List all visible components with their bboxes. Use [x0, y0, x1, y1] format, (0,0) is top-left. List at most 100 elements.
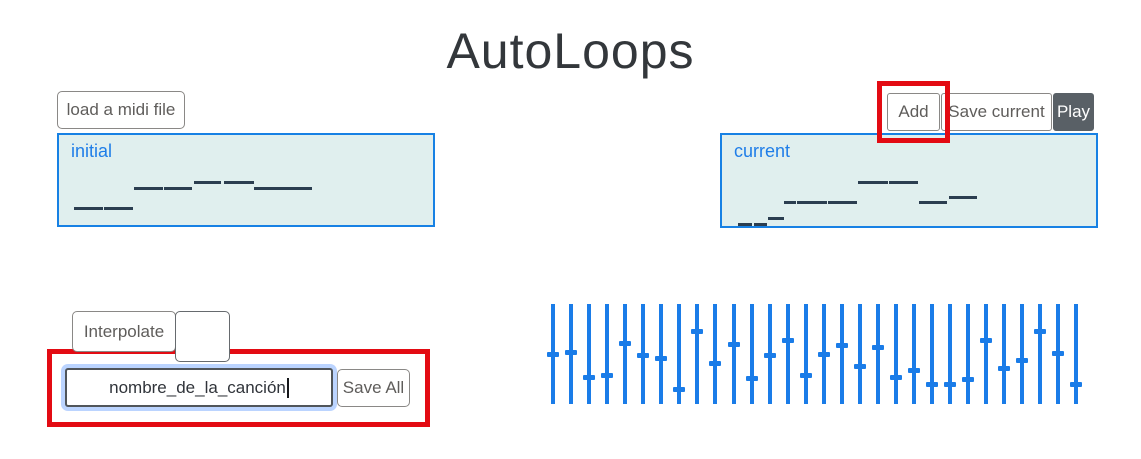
slider-track: [695, 304, 699, 404]
midi-note: [194, 181, 221, 184]
slider-track: [732, 304, 736, 404]
latent-slider-6[interactable]: [637, 304, 649, 404]
latent-slider-8[interactable]: [673, 304, 685, 404]
slider-thumb[interactable]: [655, 356, 667, 361]
midi-note: [224, 181, 254, 184]
slider-thumb[interactable]: [673, 387, 685, 392]
latent-slider-21[interactable]: [908, 304, 920, 404]
midi-note: [134, 187, 163, 190]
latent-slider-2[interactable]: [565, 304, 577, 404]
latent-slider-1[interactable]: [547, 304, 559, 404]
song-name-input[interactable]: nombre_de_la_canción: [65, 368, 333, 407]
slider-thumb[interactable]: [619, 341, 631, 346]
midi-note: [738, 223, 752, 226]
slider-thumb[interactable]: [728, 342, 740, 347]
slider-thumb[interactable]: [637, 353, 649, 358]
midi-note: [828, 201, 857, 204]
slider-track: [948, 304, 952, 404]
slider-thumb[interactable]: [962, 377, 974, 382]
latent-slider-24[interactable]: [962, 304, 974, 404]
slider-thumb[interactable]: [746, 376, 758, 381]
midi-note: [254, 187, 312, 190]
slider-track: [605, 304, 609, 404]
slider-thumb[interactable]: [944, 382, 956, 387]
save-all-button[interactable]: Save All: [337, 369, 410, 407]
slider-thumb[interactable]: [1070, 382, 1082, 387]
slider-track: [623, 304, 627, 404]
current-panel-label: current: [734, 141, 791, 161]
slider-thumb[interactable]: [1016, 358, 1028, 363]
slider-thumb[interactable]: [908, 368, 920, 373]
slider-thumb[interactable]: [782, 338, 794, 343]
latent-slider-19[interactable]: [872, 304, 884, 404]
slider-thumb[interactable]: [691, 329, 703, 334]
midi-note: [104, 207, 133, 210]
latent-slider-9[interactable]: [691, 304, 703, 404]
latent-slider-29[interactable]: [1052, 304, 1064, 404]
slider-track: [840, 304, 844, 404]
slider-thumb[interactable]: [890, 375, 902, 380]
latent-slider-23[interactable]: [944, 304, 956, 404]
latent-slider-11[interactable]: [728, 304, 740, 404]
latent-slider-13[interactable]: [764, 304, 776, 404]
interpolate-steps-input[interactable]: [175, 311, 230, 362]
latent-slider-5[interactable]: [619, 304, 631, 404]
slider-track: [912, 304, 916, 404]
latent-slider-25[interactable]: [980, 304, 992, 404]
slider-track: [587, 304, 591, 404]
play-button[interactable]: Play: [1053, 93, 1094, 131]
latent-slider-3[interactable]: [583, 304, 595, 404]
latent-slider-20[interactable]: [890, 304, 902, 404]
slider-thumb[interactable]: [583, 375, 595, 380]
slider-thumb[interactable]: [709, 361, 721, 366]
interpolate-button[interactable]: Interpolate: [72, 311, 176, 352]
slider-track: [930, 304, 934, 404]
midi-note: [754, 223, 767, 226]
midi-note: [768, 217, 784, 220]
latent-slider-16[interactable]: [818, 304, 830, 404]
midi-note: [797, 201, 827, 204]
latent-slider-14[interactable]: [782, 304, 794, 404]
slider-thumb[interactable]: [872, 345, 884, 350]
slider-thumb[interactable]: [764, 353, 776, 358]
latent-slider-12[interactable]: [746, 304, 758, 404]
slider-track: [1002, 304, 1006, 404]
latent-slider-28[interactable]: [1034, 304, 1046, 404]
slider-thumb[interactable]: [836, 343, 848, 348]
slider-track: [894, 304, 898, 404]
midi-note: [949, 196, 977, 199]
slider-thumb[interactable]: [998, 366, 1010, 371]
add-button[interactable]: Add: [887, 93, 940, 131]
slider-track: [1038, 304, 1042, 404]
load-midi-button[interactable]: load a midi file: [57, 91, 185, 129]
slider-track: [1074, 304, 1078, 404]
latent-slider-22[interactable]: [926, 304, 938, 404]
latent-slider-10[interactable]: [709, 304, 721, 404]
slider-thumb[interactable]: [601, 373, 613, 378]
save-current-button[interactable]: Save current: [941, 93, 1052, 131]
latent-slider-27[interactable]: [1016, 304, 1028, 404]
latent-slider-26[interactable]: [998, 304, 1010, 404]
slider-thumb[interactable]: [926, 382, 938, 387]
latent-slider-15[interactable]: [800, 304, 812, 404]
midi-note: [919, 201, 947, 204]
slider-track: [804, 304, 808, 404]
slider-track: [750, 304, 754, 404]
latent-slider-18[interactable]: [854, 304, 866, 404]
latent-slider-7[interactable]: [655, 304, 667, 404]
slider-thumb[interactable]: [565, 350, 577, 355]
latent-slider-30[interactable]: [1070, 304, 1082, 404]
song-name-value: nombre_de_la_canción: [109, 377, 286, 397]
slider-thumb[interactable]: [1052, 351, 1064, 356]
slider-thumb[interactable]: [854, 364, 866, 369]
slider-thumb[interactable]: [818, 352, 830, 357]
slider-thumb[interactable]: [800, 373, 812, 378]
slider-thumb[interactable]: [1034, 329, 1046, 334]
latent-slider-4[interactable]: [601, 304, 613, 404]
slider-thumb[interactable]: [980, 338, 992, 343]
slider-thumb[interactable]: [547, 352, 559, 357]
initial-pianoroll-panel: initial: [57, 133, 435, 227]
text-caret: [286, 377, 289, 398]
slider-track: [858, 304, 862, 404]
latent-slider-17[interactable]: [836, 304, 848, 404]
